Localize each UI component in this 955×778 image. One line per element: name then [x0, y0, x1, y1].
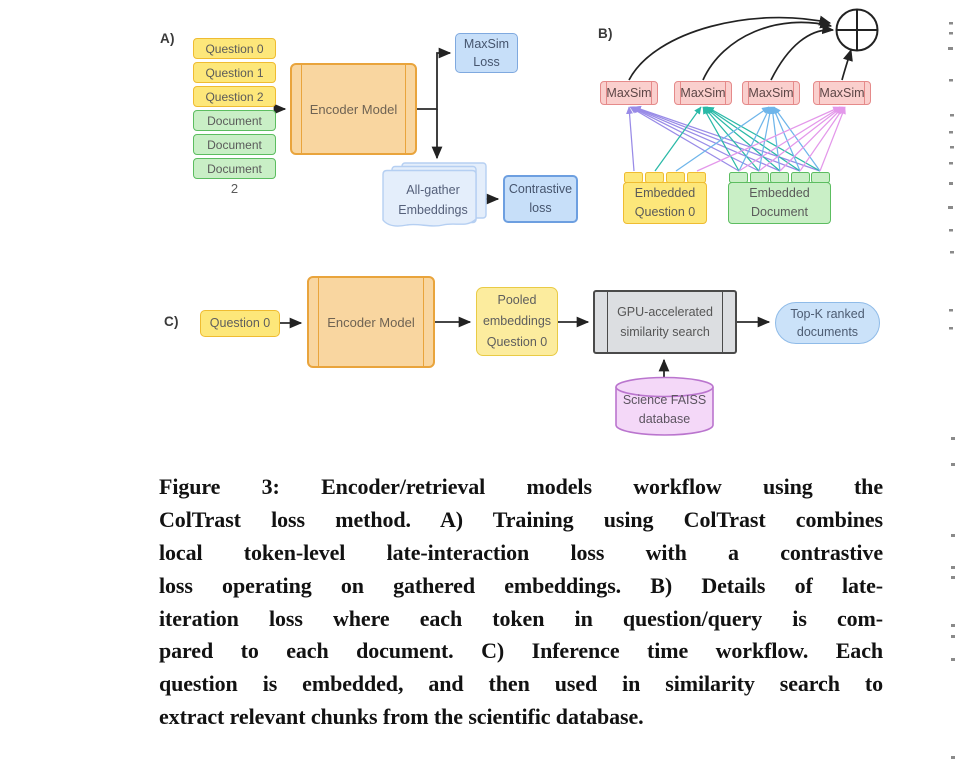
document-chunk: Document — [193, 134, 276, 155]
page-edge-artifacts — [948, 22, 955, 466]
caption-line: extract relevant chunks from the scienti… — [159, 704, 644, 730]
document-chunk: Document — [193, 158, 276, 179]
embedded-question-box: Embedded Question 0 — [623, 182, 707, 224]
maxsim-box-3: MaxSim — [742, 81, 800, 105]
input-chunk-stack: Question 0 Question 1 Question 2 Documen… — [193, 38, 276, 182]
panel-c-arrows — [280, 316, 771, 377]
caption-line: Figure 3: Encoder/retrieval models workf… — [159, 474, 883, 499]
all-gather-docs-shape — [382, 162, 487, 227]
caption-line: local token-level late-interaction loss … — [159, 539, 883, 565]
caption-line: pared to each document. C) Inference tim… — [159, 638, 883, 664]
circled-plus-icon — [835, 8, 879, 52]
topk-ranked-documents-pill: Top-K ranked documents — [775, 302, 880, 344]
encoder-model-box-a: Encoder Model — [290, 63, 417, 155]
question-box-c: Question 0 — [200, 310, 280, 337]
caption-line: iteration loss where each token in quest… — [159, 605, 883, 631]
caption-line: question is embedded, and then used in s… — [159, 671, 883, 697]
maxsim3-lines — [675, 106, 821, 172]
contrastive-loss-box: Contrastive loss — [503, 175, 578, 223]
panel-b-sum-arrows — [628, 15, 853, 81]
panel-c-label: C) — [164, 314, 179, 329]
caption-line: ColTrast loss method. A) Training using … — [159, 506, 883, 532]
maxsim-box-2: MaxSim — [674, 81, 732, 105]
stack-index-label: 2 — [230, 181, 239, 196]
maxsim-box-4: MaxSim — [813, 81, 871, 105]
late-interaction-lines — [626, 105, 846, 172]
panel-b-label: B) — [598, 26, 613, 41]
maxsim-loss-box: MaxSim Loss — [455, 33, 518, 73]
faiss-database-label: Science FAISS database — [622, 393, 707, 426]
page-edge-artifacts-lower — [951, 534, 955, 759]
question-chunk: Question 0 — [193, 38, 276, 59]
all-gather-label: All-gather Embeddings — [398, 183, 468, 217]
question-chunk: Question 2 — [193, 86, 276, 107]
embedded-document-box: Embedded Document — [728, 182, 831, 224]
caption-line: loss operating on gathered embeddings. B… — [159, 572, 883, 598]
maxsim2-lines — [654, 106, 821, 172]
maxsim-box-1: MaxSim — [600, 81, 658, 105]
document-chunk: Document — [193, 110, 276, 131]
maxsim4-lines — [696, 106, 846, 172]
database-cylinder-icon — [615, 376, 714, 436]
pooled-embeddings-box: Pooled embeddings Question 0 — [476, 287, 558, 356]
question-chunk: Question 1 — [193, 62, 276, 83]
figure-caption: Figure 3: Encoder/retrieval models workf… — [159, 471, 883, 734]
connector-layer — [273, 8, 955, 466]
panel-a-label: A) — [160, 31, 175, 46]
gpu-similarity-search-box: GPU-accelerated similarity search — [593, 290, 737, 354]
encoder-model-box-c: Encoder Model — [307, 276, 435, 368]
